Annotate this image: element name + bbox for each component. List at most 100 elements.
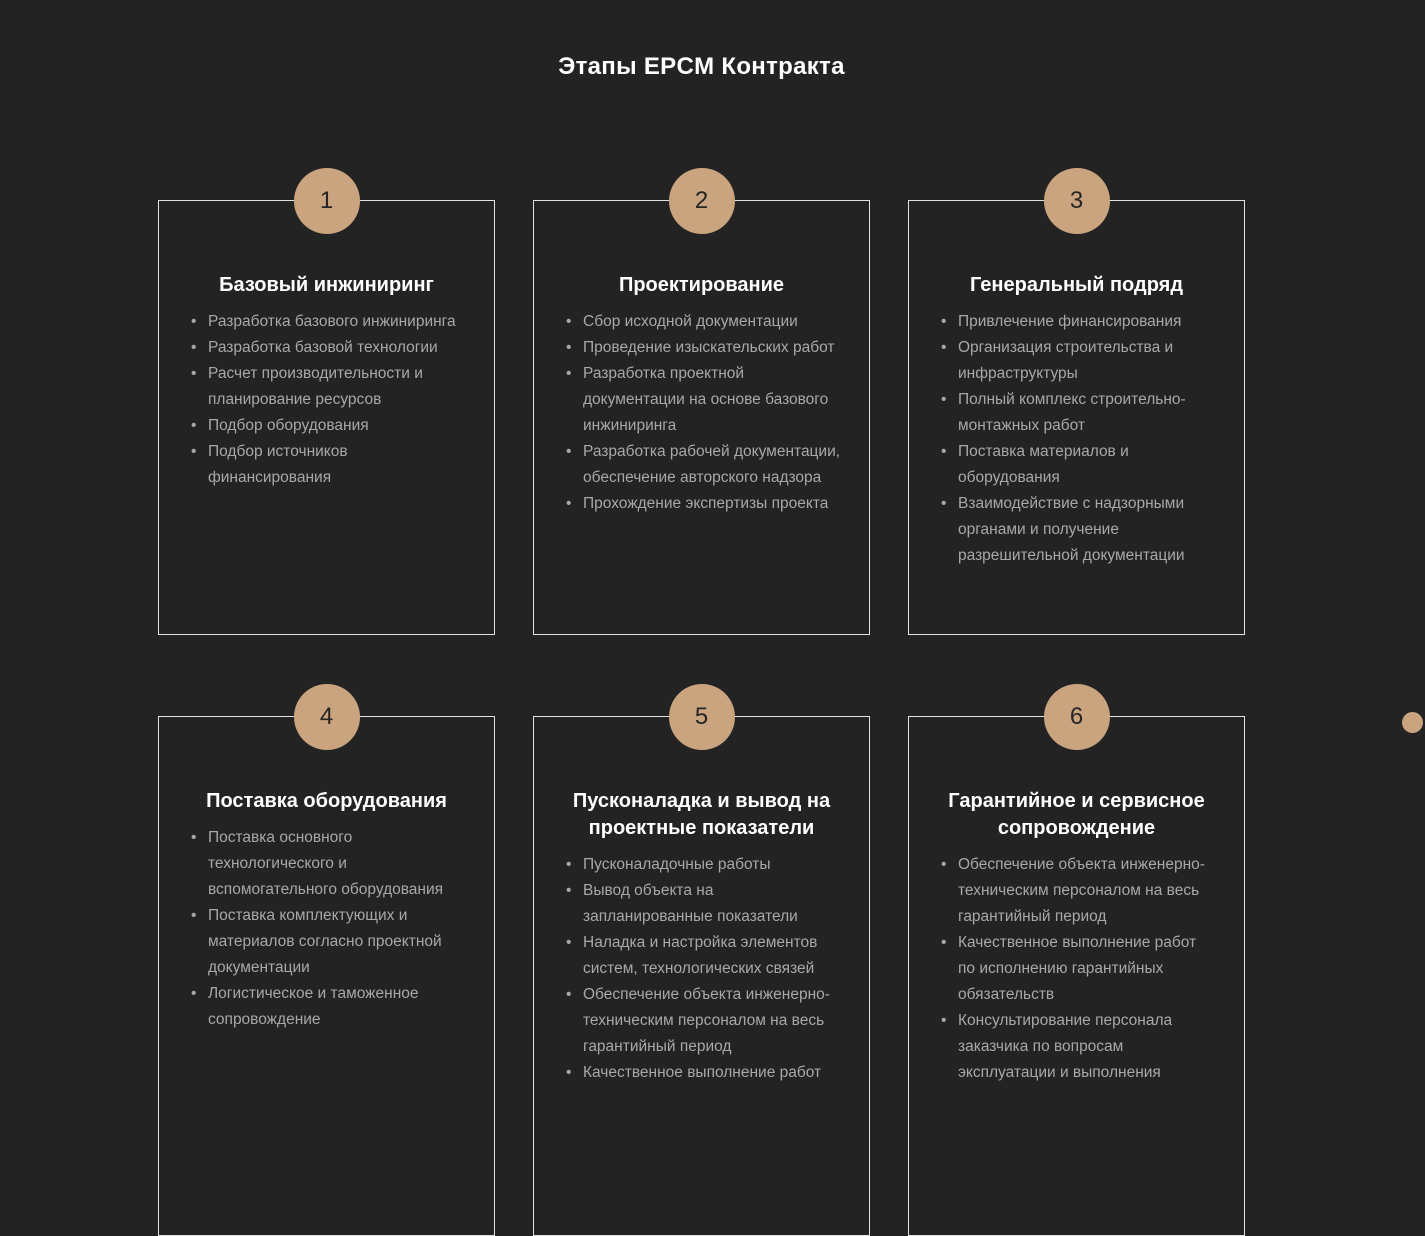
stage-card: 3 Генеральный подряд •Привлечение финанс… — [908, 168, 1245, 635]
stage-item: • Подбор источников финансирования — [187, 439, 466, 491]
stage-item: •Проведение изыскательских работ — [562, 335, 841, 361]
stage-item-text: Разработка проектной документации на осн… — [583, 365, 829, 434]
stage-item-text: Логистическое и таможенное сопровождение — [208, 985, 419, 1028]
stage-item-text: Поставка материалов и оборудования — [958, 443, 1129, 486]
page-title: Этапы EPCM Контракта — [558, 53, 845, 80]
stage-item: •Организация строительства и инфраструкт… — [937, 335, 1216, 387]
bullet-icon: • — [566, 495, 572, 512]
stage-items: • Обеспечение объекта инженерно-техническ… — [937, 852, 1216, 1086]
stage-items: • Пусконаладочные работы • Вывод объекта на… — [562, 852, 841, 1086]
bullet-icon: • — [566, 313, 572, 330]
bullet-icon: • — [941, 339, 947, 356]
stage-number: 2 — [694, 187, 709, 214]
bullet-icon: • — [191, 313, 197, 330]
stage-item: • Поставка материалов и оборудования — [937, 439, 1216, 491]
bullet-icon: • — [566, 339, 572, 356]
stage-item: • Пусконаладочные работы — [562, 852, 841, 878]
bullet-icon: • — [191, 985, 197, 1002]
stage-number-badge: 1 — [293, 168, 360, 234]
stage-item-text: Разработка базовой технологии — [208, 339, 438, 356]
stage-item-text: Взаимодействие с надзорными органами и п… — [958, 495, 1185, 564]
stage-items: • Сбор исходной документации •Проведение и… — [562, 309, 841, 517]
bullet-icon: • — [566, 934, 572, 951]
stage-item: • Поставка комплектующих и материалов сог… — [187, 903, 466, 981]
bullet-icon: • — [941, 391, 947, 408]
stage-item: •Поставка основного технологического и в… — [187, 825, 466, 903]
bullet-icon: • — [566, 986, 572, 1003]
bullet-icon: • — [566, 856, 572, 873]
stage-item: • Вывод объекта на запланированные показа… — [562, 878, 841, 930]
page-nav-dot[interactable] — [1402, 712, 1423, 733]
stage-item: •Привлечение финансирования — [937, 309, 1216, 335]
stage-item: • Подбор оборудования — [187, 413, 466, 439]
stage-title: Гарантийное и сервисное сопровождение — [948, 790, 1205, 839]
stage-item: • Полный комплекс строительно-монтажных р… — [937, 387, 1216, 439]
bullet-icon: • — [941, 495, 947, 512]
stage-card: 2 Проектирование • Сбор исходной документ… — [533, 168, 870, 635]
stage-items: • Разработка базового инжиниринга • Разрабо… — [187, 309, 466, 491]
stage-item-text: Обеспечение объекта инженерно-технически… — [958, 856, 1205, 925]
stage-number: 3 — [1069, 187, 1084, 214]
stage-items: • Поставка основного технологического и в… — [187, 825, 466, 1033]
stage-item-text: Прохождение экспертизы проекта — [583, 495, 829, 512]
stage-number-badge: 2 — [668, 168, 735, 234]
stage-item-text: Обеспечение объекта инженерно-технически… — [583, 986, 830, 1055]
stages-section: Этапы EPCM Контракта 1 Базовый инжинирин… — [158, 0, 1245, 1236]
bullet-icon: • — [566, 365, 572, 382]
stage-number-badge: 3 — [1043, 168, 1110, 234]
stage-item-text: Разработка рабочей документации, обеспеч… — [583, 443, 841, 486]
stage-item: • Взаимодействие с надзорными органами и … — [937, 491, 1216, 569]
stage-item-text: Сбор исходной документации — [583, 313, 798, 330]
stage-item: • Логистическое и таможенное сопровождени… — [187, 981, 466, 1033]
stage-item-text: Привлечение финансирования — [958, 313, 1182, 330]
stage-title: Базовый инжиниринг — [219, 274, 434, 296]
stage-title: Поставка оборудования — [206, 790, 447, 812]
stage-item: • Консультирование персонала заказчика по… — [937, 1008, 1216, 1086]
stage-item: •Обеспечение объекта инженерно-техническ… — [937, 852, 1216, 930]
bullet-icon: • — [191, 443, 197, 460]
stage-card: 5 Пусконаладка и вывод на проектные пока… — [533, 684, 870, 1236]
stage-item-text: Разработка базового инжиниринга — [208, 313, 456, 330]
stage-card: 4 Поставка оборудования • Поставка основн… — [158, 684, 495, 1236]
stage-item: • Разработка базовой технологии — [187, 335, 466, 361]
stage-item-text: Консультирование персонала заказчика по … — [958, 1012, 1173, 1081]
stage-number: 6 — [1069, 703, 1084, 730]
bullet-icon: • — [191, 365, 197, 382]
stage-item: • Сбор исходной документации — [562, 309, 841, 335]
bullet-icon: • — [941, 1012, 947, 1029]
stage-item-text: Поставка основного технологического и вс… — [208, 829, 444, 898]
stage-item: • Качественное выполнение работ по исполн… — [937, 930, 1216, 1008]
stage-item: • Обеспечение объекта инженерно-техническ… — [562, 982, 841, 1060]
stage-item-text: Подбор источников финансирования — [208, 443, 348, 486]
stage-title: Проектирование — [618, 274, 785, 296]
stage-number: 5 — [694, 703, 709, 730]
bullet-icon: • — [941, 934, 947, 951]
stage-card: 6 Гарантийное и сервисное сопровождение … — [908, 684, 1245, 1236]
stage-number: 4 — [319, 703, 334, 730]
stage-item: •Наладка и настройка элементов систем, т… — [562, 930, 841, 982]
stage-number-badge: 6 — [1043, 684, 1110, 750]
bullet-icon: • — [941, 443, 947, 460]
stage-card: 1 Базовый инжиниринг • Разработка базовог… — [158, 168, 495, 635]
stage-item-text: Подбор оборудования — [208, 417, 369, 434]
stage-item: • Разработка рабочей документации, обеспе… — [562, 439, 841, 491]
stage-item-text: Поставка комплектующих и материалов согл… — [208, 907, 442, 976]
stage-number-badge: 4 — [293, 684, 360, 750]
stage-item: •Качественное выполнение работ — [562, 1060, 841, 1086]
stage-number: 1 — [319, 187, 334, 214]
stage-item-text: Вывод объекта на запланированные показат… — [583, 882, 798, 925]
bullet-icon: • — [191, 339, 197, 356]
bullet-icon: • — [566, 443, 572, 460]
stage-items: •Привлечение финансирования•Организация … — [937, 309, 1216, 569]
stage-item-text: Пусконаладочные работы — [583, 856, 771, 873]
stage-item: •Расчет производительности и планировани… — [187, 361, 466, 413]
stage-item-text: Полный комплекс строительно-монтажных ра… — [958, 391, 1186, 434]
bullet-icon: • — [566, 882, 572, 899]
stage-item: • Разработка базового инжиниринга — [187, 309, 466, 335]
bullet-icon: • — [566, 1064, 572, 1081]
stage-number-badge: 5 — [668, 684, 735, 750]
bullet-icon: • — [191, 417, 197, 434]
stages-grid: 1 Базовый инжиниринг • Разработка базовог… — [158, 168, 1245, 1236]
bullet-icon: • — [191, 907, 197, 924]
stage-item-text: Качественное выполнение работ по исполне… — [958, 934, 1197, 1003]
